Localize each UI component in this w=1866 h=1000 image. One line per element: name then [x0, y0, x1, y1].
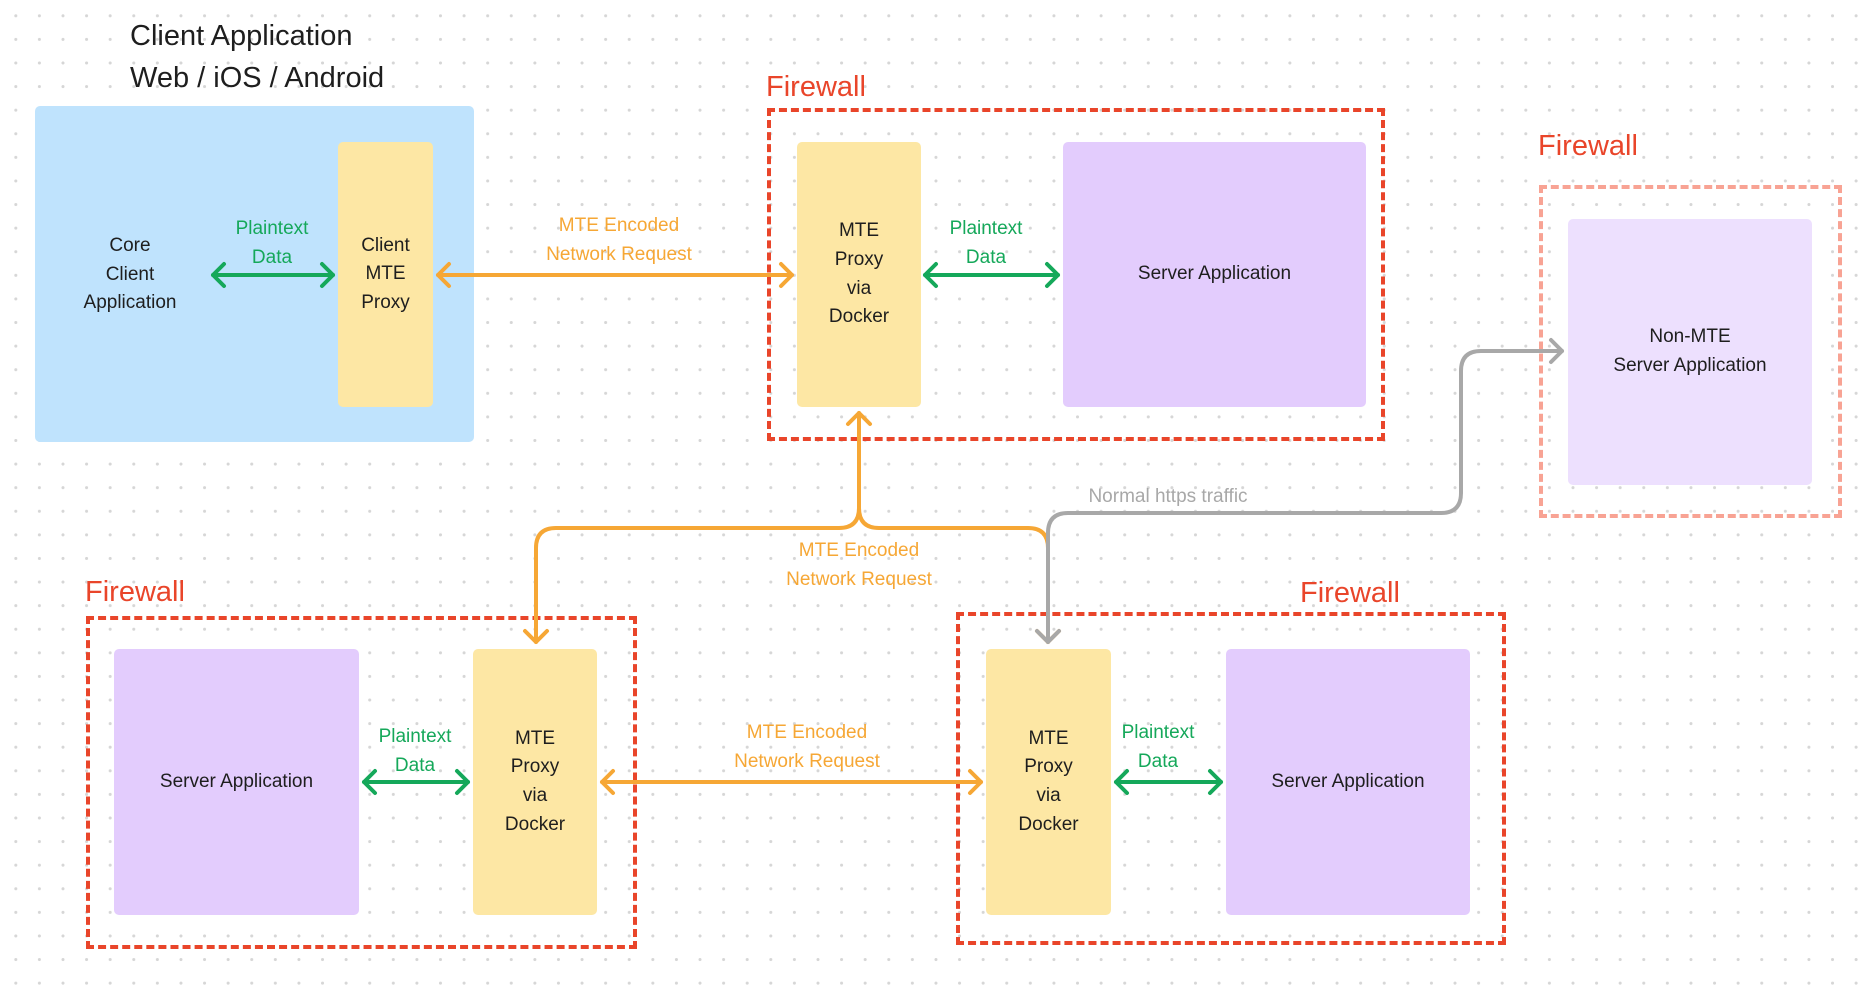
bottom-left-mte-proxy: MTE Proxy via Docker — [473, 649, 597, 915]
top-server-application-label: Server Application — [1137, 263, 1292, 285]
firewall-label-bottom-right: Firewall — [1300, 577, 1400, 609]
client-app-platforms: Web / iOS / Android — [130, 62, 385, 94]
bottom-left-server-application: Server Application — [114, 649, 359, 915]
client-plaintext-label: Plaintext Data — [235, 218, 309, 268]
top-plaintext-arrow — [923, 262, 1060, 288]
bottom-left-plaintext-arrow — [362, 769, 470, 795]
bottom-right-server-application: Server Application — [1226, 649, 1470, 915]
bottom-right-plaintext-label: Plaintext Data — [1121, 722, 1195, 772]
firewall-boundary-bottom-right — [956, 612, 1506, 945]
non-mte-server-application: Non-MTE Server Application — [1568, 219, 1812, 485]
client-mte-proxy: Client MTE Proxy — [338, 142, 433, 407]
top-to-bottom-mte-arrow — [523, 411, 1061, 644]
top-plaintext-label: Plaintext Data — [949, 218, 1023, 268]
core-client-application: Core Client Application — [60, 220, 200, 330]
client-mte-proxy-label: Client MTE Proxy — [361, 234, 410, 313]
bottom-right-mte-proxy: MTE Proxy via Docker — [986, 649, 1111, 915]
normal-https-arrow — [1035, 338, 1564, 644]
bottom-link-mte-label: MTE Encoded Network Request — [734, 722, 880, 772]
firewall-label-bottom-left: Firewall — [85, 576, 185, 608]
bottom-link-mte-arrow — [600, 769, 983, 795]
normal-https-label: Normal https traffic — [1088, 486, 1248, 507]
bottom-right-plaintext-arrow — [1114, 769, 1223, 795]
firewall-label-right: Firewall — [1538, 130, 1638, 162]
client-plaintext-arrow — [211, 262, 335, 288]
firewall-label-top: Firewall — [766, 71, 866, 103]
client-to-top-mte-label: MTE Encoded Network Request — [546, 215, 692, 265]
core-client-application-label: Core Client Application — [83, 235, 177, 314]
client-app-title: Client Application — [130, 20, 353, 52]
top-to-bottom-mte-label: MTE Encoded Network Request — [786, 540, 932, 590]
top-mte-proxy-label: MTE Proxy via Docker — [828, 220, 890, 328]
top-server-application: Server Application — [1063, 142, 1366, 407]
bottom-right-server-application-label: Server Application — [1271, 770, 1425, 792]
bottom-left-mte-proxy-label: MTE Proxy via Docker — [504, 727, 566, 835]
top-mte-proxy: MTE Proxy via Docker — [797, 142, 921, 407]
bottom-left-server-application-label: Server Application — [159, 770, 314, 792]
bottom-left-plaintext-label: Plaintext Data — [378, 726, 452, 776]
bottom-right-mte-proxy-label: MTE Proxy via Docker — [1018, 727, 1079, 835]
client-to-top-mte-arrow — [436, 262, 794, 288]
non-mte-server-application-label: Non-MTE Server Application — [1613, 326, 1767, 376]
